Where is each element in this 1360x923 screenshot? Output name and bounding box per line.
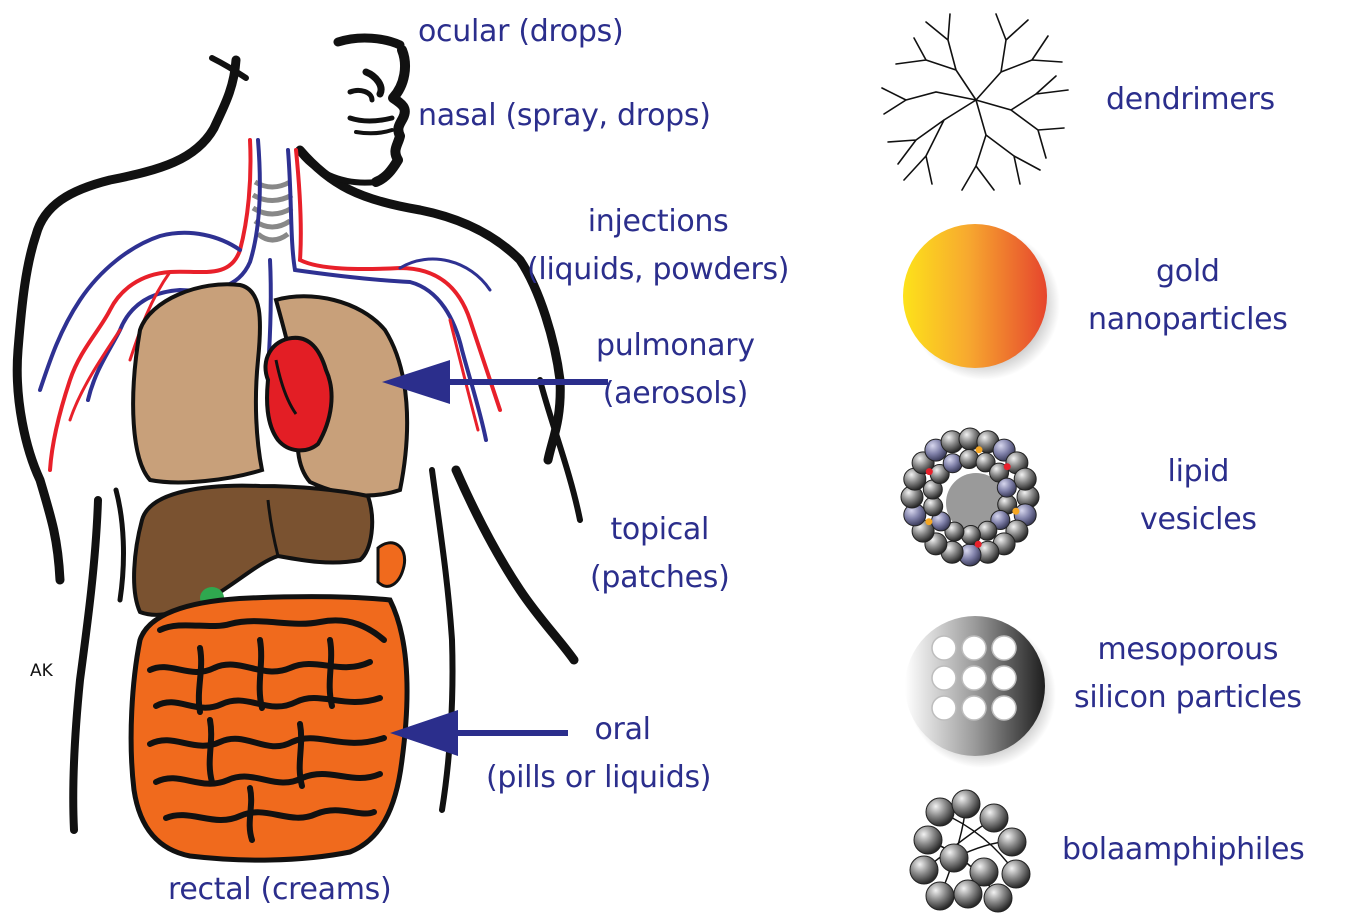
carrier-dendrimers: dendrimers [1106,76,1275,124]
route-topical: topical(patches) [590,506,730,602]
bolaamphiphile-icon [910,790,1030,912]
left-lung [133,284,262,482]
stomach [378,543,405,587]
route-rectal: rectal (creams) [168,866,391,914]
route-ocular: ocular (drops) [418,8,623,56]
signature: AK [30,661,54,681]
intestines [131,597,407,860]
route-pulmonary: pulmonary(aerosols) [596,322,755,418]
carrier-bolaamphiphiles: bolaamphiphiles [1062,826,1304,874]
mesoporous-particle-icon [905,616,1056,768]
lipid-vesicle-icon [901,428,1039,566]
route-injections: injections(liquids, powders) [527,198,789,294]
heart [265,338,331,451]
dendrimer-icon [882,14,1068,190]
gold-nanoparticle-icon [903,224,1060,380]
route-oral: oral(pills or liquids) [486,706,711,802]
route-nasal: nasal (spray, drops) [418,92,711,140]
